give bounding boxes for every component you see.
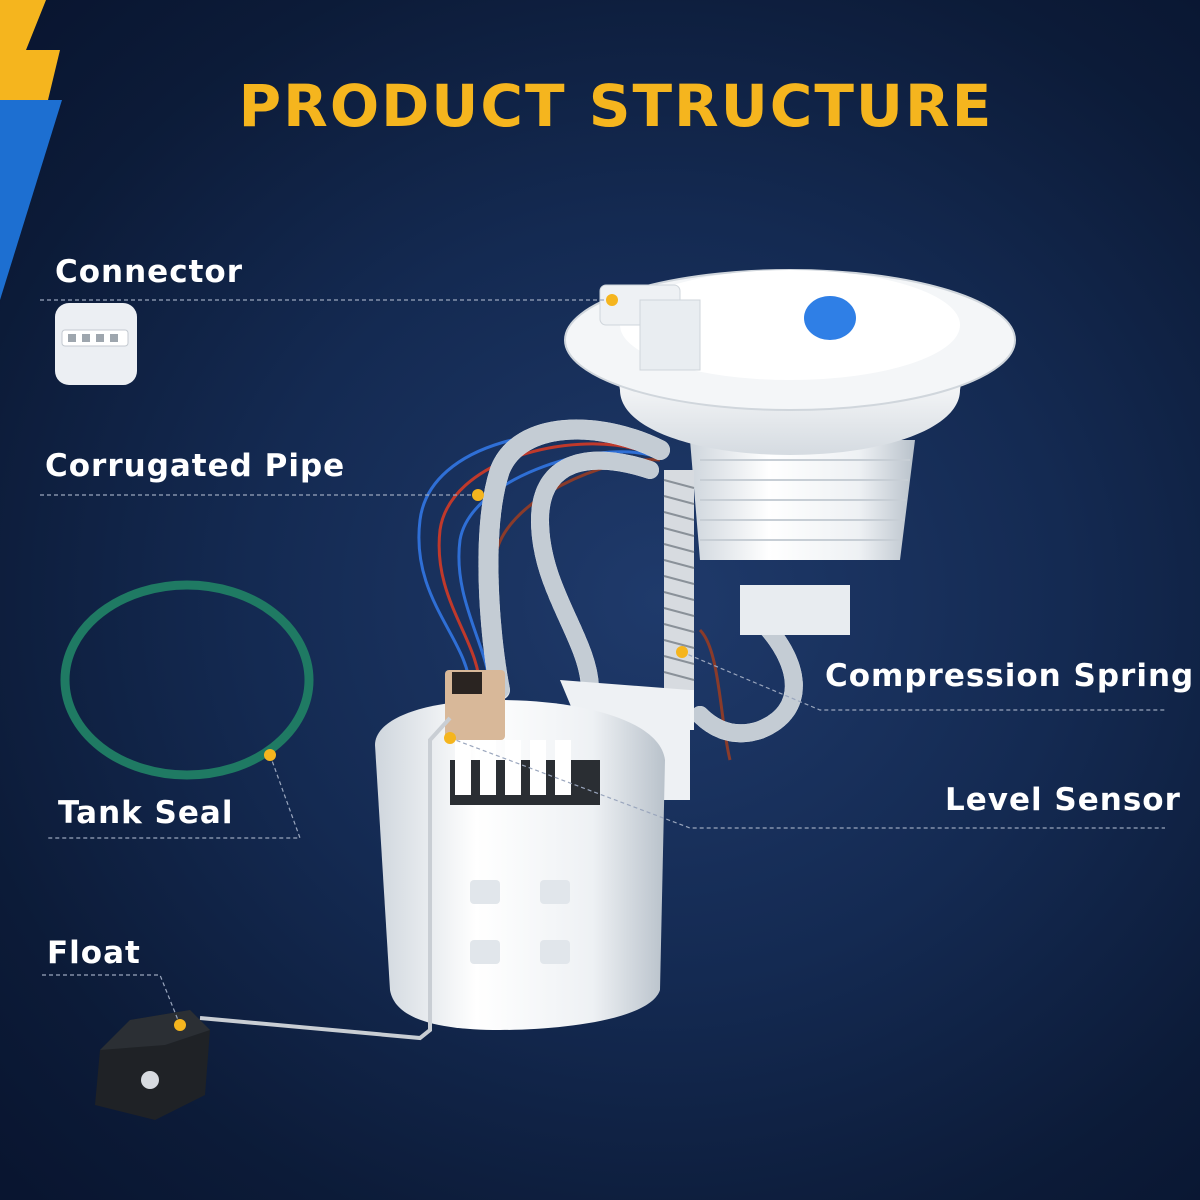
marker-dot-float [174, 1019, 186, 1031]
marker-dot-connector [606, 294, 618, 306]
label-connector: Connector [55, 254, 243, 290]
corrugated-pipes [478, 419, 803, 743]
label-level-sensor: Level Sensor [945, 782, 1181, 818]
tank-seal-ring [60, 580, 314, 780]
marker-dot-level-sensor [444, 732, 456, 744]
leader-line-float [42, 974, 181, 1026]
page-title: PRODUCT STRUCTURE [238, 72, 994, 140]
connector-thumbnail [55, 303, 137, 385]
float-assembly [95, 716, 452, 1120]
marker-dot-tank-seal [264, 749, 276, 761]
leader-line-compression-spring [681, 651, 1165, 711]
blue-stripe [0, 100, 62, 300]
label-corrugated-pipe: Corrugated Pipe [45, 448, 346, 484]
yellow-stripe-bottom [0, 50, 60, 100]
marker-dot-compression-spring [676, 646, 688, 658]
label-compression-spring: Compression Spring [825, 658, 1195, 694]
flange-cap [564, 269, 1016, 635]
fuel-reservoir [375, 670, 690, 1030]
corner-stripes-decoration [0, 0, 62, 300]
marker-dot-corrugated-pipe [472, 489, 484, 501]
label-tank-seal: Tank Seal [58, 795, 234, 831]
leader-line-level-sensor [449, 737, 1165, 829]
label-float: Float [47, 935, 141, 971]
leader-line-tank-seal [48, 754, 301, 839]
